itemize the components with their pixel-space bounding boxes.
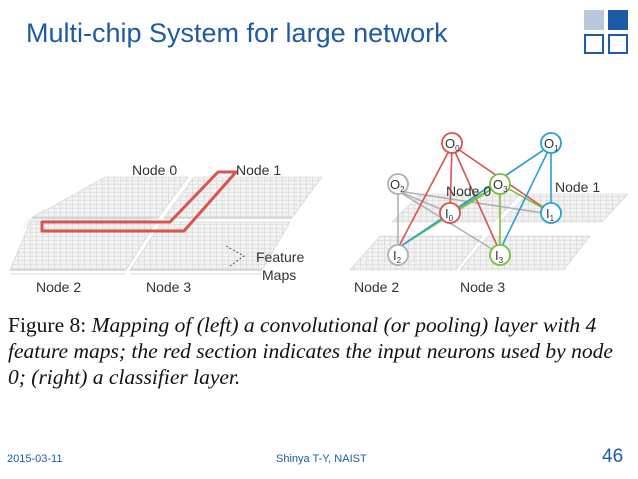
svg-text:O0: O0 <box>445 136 460 153</box>
caption-label: Figure 8: <box>8 313 87 337</box>
o1-subscript: 1 <box>554 144 559 153</box>
svg-text:O3: O3 <box>493 177 508 194</box>
logo-square <box>584 34 604 54</box>
i0-subscript: 0 <box>449 214 454 223</box>
i0-label: I <box>445 206 449 221</box>
feature-maps-label-line1: Feature <box>256 249 304 265</box>
o1-neuron <box>540 132 562 154</box>
o3-label: O <box>493 177 503 192</box>
logo-square <box>608 10 628 30</box>
logo-square <box>584 10 604 30</box>
right-classifier-layer <box>349 132 629 271</box>
left-node3-label: Node 3 <box>146 279 191 295</box>
i3-neuron <box>489 244 511 266</box>
feature-maps-pointer <box>225 245 245 267</box>
slide-title: Multi-chip System for large network <box>26 18 448 48</box>
footer-date: 2015-03-11 <box>7 453 63 465</box>
left-feature-maps <box>9 170 323 275</box>
o0-label: O <box>445 136 455 151</box>
i1-subscript: 1 <box>550 214 555 223</box>
o2-subscript: 2 <box>400 185 405 194</box>
node0-plate <box>30 176 189 219</box>
page-number: 46 <box>602 446 624 467</box>
o3-subscript: 3 <box>503 185 508 194</box>
logo-square <box>608 34 628 54</box>
i3-label: I <box>495 248 499 263</box>
i1-label: I <box>546 206 550 221</box>
svg-text:O1: O1 <box>544 136 559 153</box>
feature-maps-label-line2: Maps <box>262 267 296 283</box>
svg-text:I0: I0 <box>445 206 454 223</box>
o3-neuron <box>489 173 511 195</box>
left-node2-label: Node 2 <box>36 279 81 295</box>
i1-neuron <box>540 202 562 224</box>
red-input-region <box>40 170 238 233</box>
i2-subscript: 2 <box>397 256 402 265</box>
node1-plate <box>163 176 323 219</box>
svg-text:I2: I2 <box>393 248 402 265</box>
left-node1-label: Node 1 <box>236 162 281 178</box>
right-node2-label: Node 2 <box>354 279 399 295</box>
i3-subscript: 3 <box>499 256 504 265</box>
right-node1-plate <box>499 193 629 223</box>
o2-label: O <box>390 177 400 192</box>
caption-text: Mapping of (left) a convolutional (or po… <box>8 313 613 389</box>
figure-caption: Figure 8: Mapping of (left) a convolutio… <box>8 312 630 390</box>
right-node3-label: Node 3 <box>460 279 505 295</box>
footer-author: Shinya T-Y, NAIST <box>276 453 367 465</box>
i2-label: I <box>393 248 397 263</box>
svg-text:O2: O2 <box>390 177 405 194</box>
o1-label: O <box>544 136 554 151</box>
right-node0-label: Node 0 <box>446 183 491 199</box>
logo-grid-icon <box>582 8 632 58</box>
node2-plate <box>9 221 157 271</box>
left-node0-label: Node 0 <box>132 162 177 178</box>
i0-neuron <box>439 202 461 224</box>
figure-diagram: Node 0 Node 1 Node 2 Node 3 Feature Maps <box>9 132 629 295</box>
svg-text:I1: I1 <box>546 206 555 223</box>
i2-neuron <box>387 244 409 266</box>
o2-neuron <box>387 173 409 195</box>
o0-subscript: 0 <box>455 144 460 153</box>
right-node2-plate <box>349 235 483 271</box>
right-node1-label: Node 1 <box>555 179 600 195</box>
o0-neuron <box>441 132 463 154</box>
svg-text:I3: I3 <box>495 248 504 265</box>
